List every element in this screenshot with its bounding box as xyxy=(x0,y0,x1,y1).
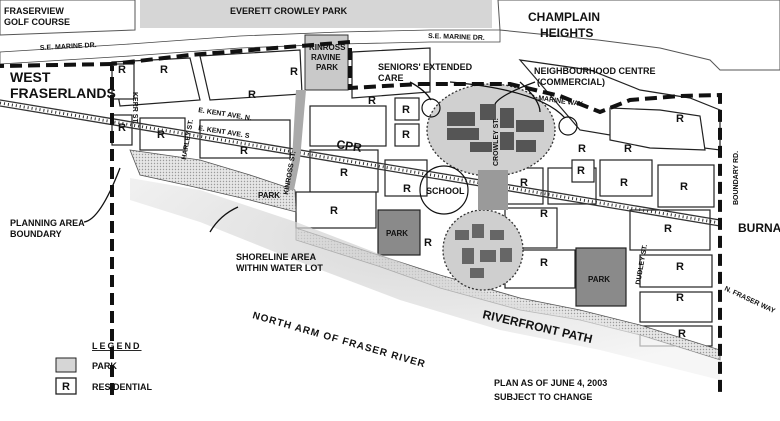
residential-tag: R xyxy=(240,145,248,157)
block-mid-10 xyxy=(599,159,653,197)
residential-tag: R xyxy=(620,177,628,189)
street-se-marine-east: S.E. MARINE DR. xyxy=(428,33,485,42)
river-bank-shading xyxy=(130,178,720,380)
river-label: NORTH ARM OF FRASER RIVER xyxy=(251,310,427,370)
shoreline-park-label: PARK xyxy=(258,191,280,200)
neighbourhood-centre-label-1: NEIGHBOURHOOD CENTRE xyxy=(534,66,656,76)
park-lower-left-label: PARK xyxy=(386,229,408,238)
neighbourhood-centre-label-2: (COMMERCIAL) xyxy=(537,77,605,87)
block-mid-8 xyxy=(504,167,544,205)
residential-tag: R xyxy=(676,292,684,304)
residential-tag: R xyxy=(540,208,548,220)
park-lower-right-label: PARK xyxy=(588,275,610,284)
legend-residential-swatch xyxy=(55,377,77,395)
commercial-buildings xyxy=(447,104,544,152)
block-mid-3 xyxy=(309,105,387,147)
legend-residential-label: RESIDENTIAL xyxy=(92,382,153,392)
west-fraserlands-label-1: WEST xyxy=(10,69,51,85)
kinross-ravine-park-label-2: RAVINE xyxy=(311,53,341,62)
champlain-heights-area xyxy=(497,0,780,71)
planning-area-boundary-label-1: PLANNING AREA xyxy=(10,218,85,228)
block-mid-11 xyxy=(657,164,715,208)
block-mid-12 xyxy=(571,159,595,183)
residential-tag: R xyxy=(578,143,586,155)
residential-tag: R xyxy=(680,181,688,193)
golf-course-label-1: FRASERVIEW xyxy=(4,6,64,16)
shoreline-park xyxy=(129,149,297,213)
crowley-corridor xyxy=(478,170,508,210)
everett-crowley-park-label: EVERETT CROWLEY PARK xyxy=(230,6,348,16)
block-upper-east2 xyxy=(609,107,706,151)
residential-tags: R R R R R R R R R R R R R R R R R R R R … xyxy=(118,64,688,340)
kinross-ravine-park-label-1: KINROSS xyxy=(309,43,346,52)
residential-tag: R xyxy=(118,122,126,134)
west-fraserlands-label-2: FRASERLANDS xyxy=(10,85,116,101)
shoreline-area-label-1: SHORELINE AREA xyxy=(236,252,317,262)
residential-tag: R xyxy=(160,64,168,76)
seniors-care-label-1: SENIORS' EXTENDED xyxy=(378,62,473,72)
residential-tag: R xyxy=(248,89,256,101)
lower-housing-buildings xyxy=(455,224,512,278)
residential-tag: R xyxy=(290,66,298,78)
legend: LEGEND PARK R RESIDENTIAL xyxy=(55,341,153,395)
top-blocks-west xyxy=(0,0,136,36)
cpr-railway xyxy=(0,99,721,227)
seniors-care-label-2: CARE xyxy=(378,73,404,83)
champlain-heights-label-1: CHAMPLAIN xyxy=(528,10,600,24)
block-mid-4 xyxy=(394,97,420,121)
shoreline-area-label-2: WITHIN WATER LOT xyxy=(236,263,323,273)
everett-crowley-park-area xyxy=(140,0,492,28)
kinross-corridor xyxy=(286,90,306,190)
residential-tag: R xyxy=(624,143,632,155)
block-mid-5 xyxy=(394,123,420,147)
park-lower-left xyxy=(377,209,421,256)
park-lower-right xyxy=(575,247,627,307)
residential-tag: R xyxy=(402,104,410,116)
legend-park-swatch xyxy=(55,357,77,373)
legend-title: LEGEND xyxy=(92,341,142,351)
planning-area-boundary-label-2: BOUNDARY xyxy=(10,229,62,239)
block-low-6 xyxy=(639,291,713,323)
residential-tag: R xyxy=(403,183,411,195)
residential-tag: R xyxy=(577,165,585,177)
residential-tag: R xyxy=(676,261,684,273)
seniors-care-marker-2 xyxy=(558,116,578,136)
street-crowley: CROWLEY ST. xyxy=(493,118,500,166)
residential-tag: R xyxy=(664,223,672,235)
school-label: SCHOOL xyxy=(426,186,465,196)
residential-tag: R xyxy=(520,177,528,189)
residential-tag: R xyxy=(330,205,338,217)
residential-tag: R xyxy=(424,237,432,249)
residential-tag: R xyxy=(678,328,686,340)
annotation-arrows xyxy=(83,81,566,233)
street-n-fraser-way: N. FRASER WAY xyxy=(723,285,776,315)
champlain-heights-label-2: HEIGHTS xyxy=(540,26,593,40)
residential-tag: R xyxy=(402,129,410,141)
residential-tag: R xyxy=(540,257,548,269)
residential-tag: R xyxy=(157,129,165,141)
block-west-2 xyxy=(111,114,133,146)
boundary-top-stub xyxy=(0,62,113,68)
residential-tag: R xyxy=(676,113,684,125)
cpr-label: CPR xyxy=(336,137,364,155)
block-low-1 xyxy=(295,191,377,229)
street-se-marine-west: S.E. MARINE DR. xyxy=(40,42,97,52)
golf-course-label-2: GOLF COURSE xyxy=(4,17,70,27)
street-kerr: KERR ST. xyxy=(131,92,138,124)
block-low-5 xyxy=(639,254,713,288)
plan-note-line-2: SUBJECT TO CHANGE xyxy=(494,392,592,402)
residential-tag: R xyxy=(368,95,376,107)
legend-park-label: PARK xyxy=(92,361,117,371)
legend-residential-symbol: R xyxy=(62,381,70,393)
school-marker xyxy=(419,165,469,215)
plan-note-line-1: PLAN AS OF JUNE 4, 2003 xyxy=(494,378,607,388)
street-boundary: BOUNDARY RD. xyxy=(733,151,740,205)
kinross-ravine-park-label-3: PARK xyxy=(316,63,338,72)
burnaby-label: BURNABY xyxy=(738,221,780,235)
se-marine-drive-road xyxy=(0,29,501,65)
residential-tag: R xyxy=(118,64,126,76)
residential-tag: R xyxy=(340,167,348,179)
